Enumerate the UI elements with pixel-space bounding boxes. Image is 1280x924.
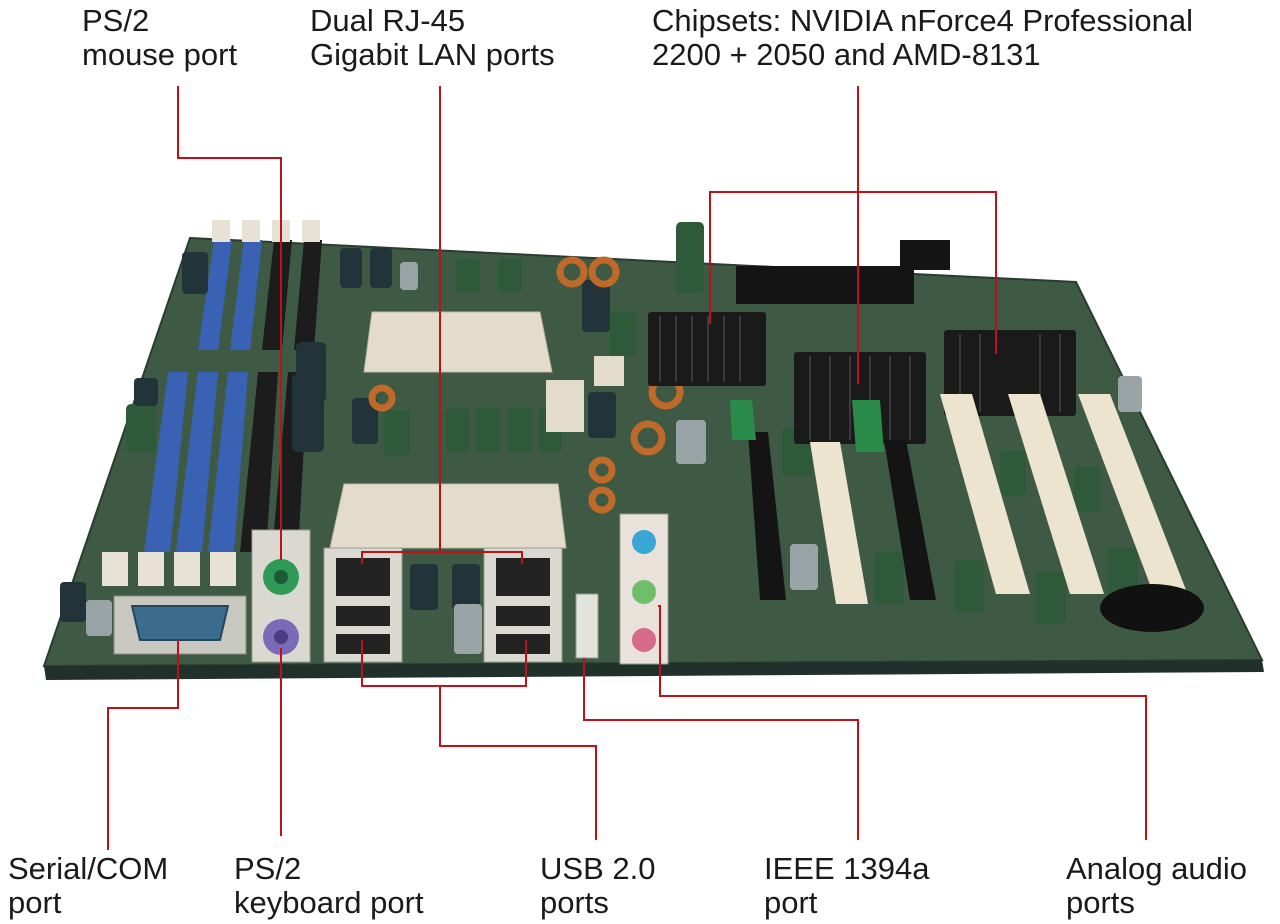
- callout-usb-line2: ports: [540, 885, 609, 920]
- callout-ps2-mouse-line2: mouse port: [82, 37, 238, 72]
- callout-chipsets-line2: 2200 + 2050 and AMD-8131: [652, 37, 1041, 72]
- callout-serial-line2: port: [8, 885, 62, 920]
- power-connector-3: [546, 380, 584, 432]
- leader-rj45-bracket: [361, 551, 523, 564]
- leader-audio: [658, 605, 1147, 840]
- capacitors: [60, 222, 1142, 654]
- callout-ps2-keyboard-line1: PS/2: [234, 851, 302, 886]
- callout-ieee1394-line1: IEEE 1394a: [764, 851, 930, 886]
- callout-rj45-line2: Gigabit LAN ports: [310, 37, 555, 72]
- audio-jack-blue: [632, 530, 656, 554]
- callout-audio-line1: Analog audio: [1066, 851, 1247, 886]
- chipset-heatsinks: [648, 312, 1076, 444]
- cpu-socket-2: [329, 483, 567, 549]
- power-connector-2: [594, 356, 624, 386]
- cpu-socket-1: [363, 311, 553, 373]
- cmos-battery: [1100, 584, 1204, 632]
- callout-audio-line2: ports: [1066, 885, 1135, 920]
- callout-ieee1394-line2: port: [764, 885, 818, 920]
- callout-rj45-line1: Dual RJ-45: [310, 3, 466, 38]
- leader-serial: [107, 640, 179, 850]
- callout-ps2-keyboard: PS/2 keyboard port: [234, 852, 424, 920]
- callout-ieee1394: IEEE 1394a port: [764, 852, 929, 920]
- expansion-slots: [730, 394, 1186, 604]
- power-connector: [900, 240, 950, 270]
- callout-rj45: Dual RJ-45 Gigabit LAN ports: [310, 4, 555, 72]
- callout-serial-line1: Serial/COM: [8, 851, 169, 886]
- pcb-edge: [44, 660, 1264, 680]
- ide-connector: [736, 266, 914, 304]
- audio-jack-green: [632, 580, 656, 604]
- callout-usb-line1: USB 2.0: [540, 851, 656, 886]
- leader-ieee1394: [583, 658, 859, 840]
- callout-audio: Analog audio ports: [1066, 852, 1247, 920]
- audio-jack-pink: [632, 628, 656, 652]
- leader-lines: [107, 86, 1147, 850]
- ieee1394-port: [575, 593, 599, 659]
- leader-ps2-mouse: [177, 86, 282, 560]
- callout-ps2-mouse: PS/2 mouse port: [82, 4, 237, 72]
- callout-chipsets-line1: Chipsets: NVIDIA nForce4 Professional: [652, 3, 1194, 38]
- callout-usb: USB 2.0 ports: [540, 852, 655, 920]
- callout-ps2-keyboard-line2: keyboard port: [234, 885, 424, 920]
- rj45-port-left: [336, 558, 390, 596]
- leader-usb-bracket: [361, 640, 527, 687]
- callout-chipsets: Chipsets: NVIDIA nForce4 Professional 22…: [652, 4, 1193, 72]
- usb-port-right-1: [496, 606, 550, 626]
- usb-port-right-2: [496, 634, 550, 654]
- callout-ps2-mouse-line1: PS/2: [82, 3, 150, 38]
- rj45-port-right: [496, 558, 550, 596]
- usb-port-left-1: [336, 606, 390, 626]
- leader-usb: [439, 686, 597, 840]
- serial-port-connector: [130, 605, 230, 641]
- dimm-slots-upper: [198, 220, 322, 350]
- callout-serial: Serial/COM port: [8, 852, 168, 920]
- leader-chipsets-bracket: [709, 191, 997, 354]
